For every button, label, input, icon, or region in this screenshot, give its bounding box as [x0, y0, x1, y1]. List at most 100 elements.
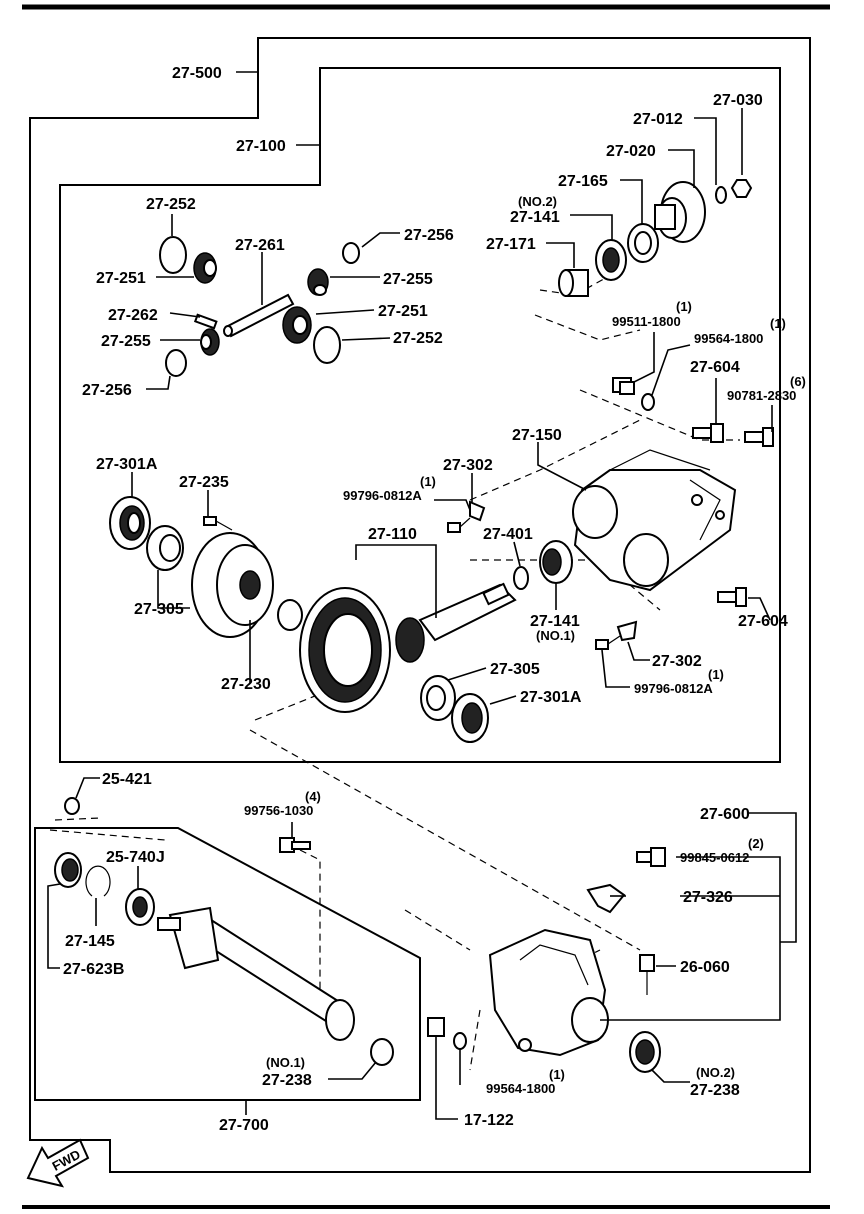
breather-26-060-shape	[639, 954, 655, 995]
label-27-604-right: 27-604	[738, 613, 788, 630]
label-25-740j: 25-740J	[106, 849, 165, 866]
label-27-141-no1-tag: (NO.1)	[536, 628, 575, 643]
bearing-race-27-301a-top-shape	[109, 496, 151, 550]
label-27-255-top: 27-255	[383, 271, 433, 288]
fwd-arrow	[26, 1138, 90, 1188]
companion-flange-27-020	[654, 181, 706, 243]
bearing-27-141-no1-shape	[539, 540, 573, 584]
label-27-150: 27-150	[512, 427, 562, 444]
washer-27-256-bot	[165, 349, 187, 377]
qty-90781: (6)	[790, 374, 806, 389]
gasket-99564-top-shape	[641, 393, 655, 411]
label-99511: 99511-1800	[612, 314, 681, 329]
frame-27-100	[59, 67, 781, 763]
label-27-302-top: 27-302	[443, 457, 493, 474]
label-99845: 99845-0612	[680, 850, 749, 865]
label-27-110: 27-110	[368, 526, 417, 543]
spacer-27-171-shape	[558, 269, 589, 297]
label-27-252-mid: 27-252	[393, 330, 443, 347]
label-99796-bot: 99796-0812A	[634, 681, 713, 696]
label-27-165: 27-165	[558, 173, 608, 190]
bearing-27-305-left-shape	[146, 525, 184, 571]
label-27-326: 27-326	[683, 889, 733, 906]
gasket-99564-bot-shape	[453, 1032, 467, 1050]
label-27-230: 27-230	[221, 676, 271, 693]
label-17-122: 17-122	[464, 1112, 514, 1129]
label-99564-bot: 99564-1800	[486, 1081, 555, 1096]
label-27-401: 27-401	[483, 526, 533, 543]
label-27-251-top: 27-251	[96, 270, 146, 287]
bearing-25-740j-shape	[125, 888, 155, 926]
oil-seal-27-401-shape	[513, 566, 529, 590]
label-26-060: 26-060	[680, 959, 730, 976]
label-27-012: 27-012	[633, 111, 683, 128]
label-27-604-top: 27-604	[690, 359, 740, 376]
label-27-261: 27-261	[235, 237, 285, 254]
oil-seal-27-165-shape	[627, 223, 659, 263]
qty-99796-top: (1)	[420, 474, 436, 489]
bracket-27-326-shape	[586, 883, 626, 914]
label-27-700: 27-700	[219, 1117, 269, 1134]
rear-cover-housing	[488, 928, 609, 1057]
plug-17-122-shape	[427, 1017, 445, 1037]
pin-27-262	[193, 313, 218, 330]
plate-27-302-top-shape	[447, 500, 486, 533]
label-27-171: 27-171	[486, 236, 536, 253]
qty-99564-top: (1)	[770, 316, 786, 331]
label-27-145: 27-145	[65, 933, 115, 950]
bolt-27-604-right-shape	[717, 587, 747, 607]
dashed-guides	[49, 269, 740, 1071]
bolt-27-604-top-shape	[692, 423, 724, 443]
snap-ring-27-145-shape	[85, 865, 111, 897]
label-99796-top: 99796-0812A	[343, 488, 422, 503]
bearing-race-27-301a-bot-shape	[451, 693, 489, 743]
bolt-27-235-shape	[203, 516, 233, 531]
bolt-90781-shape	[744, 427, 774, 447]
bolt-99756-shape	[279, 837, 311, 853]
ring-gear-27-110	[299, 587, 391, 713]
drive-pinion-27-110	[395, 582, 517, 663]
carrier-housing-27-150	[572, 449, 737, 592]
label-27-305-bot: 27-305	[490, 661, 540, 678]
oil-seal-27-238-left-shape	[370, 1038, 394, 1066]
label-90781: 90781-2830	[727, 388, 796, 403]
label-27-256-bot: 27-256	[82, 382, 132, 399]
leader-lines	[47, 71, 797, 1120]
label-25-421: 25-421	[102, 771, 152, 788]
pinion-shaft-27-261	[223, 293, 295, 338]
washer-27-012-shape	[715, 186, 727, 204]
o-ring-25-421-shape	[64, 797, 80, 815]
washer-27-252-top	[159, 236, 187, 274]
axle-shaft-27-700	[157, 906, 355, 1041]
bearing-27-141-no2-shape	[595, 239, 627, 281]
qty-99796-bot: (1)	[708, 667, 724, 682]
label-27-301a-bot: 27-301A	[520, 689, 582, 706]
frame-27-700	[34, 827, 421, 1101]
label-27-302-bot: 27-302	[652, 653, 702, 670]
qty-99564-bot: (1)	[549, 1067, 565, 1082]
label-27-262: 27-262	[108, 307, 158, 324]
label-27-301a-top: 27-301A	[96, 456, 158, 473]
label-27-238-right: 27-238	[690, 1082, 740, 1099]
pinion-gear-27-251-mid	[282, 306, 312, 344]
label-27-238-no1-tag: (NO.1)	[266, 1055, 305, 1070]
pinion-gear-27-251-top	[193, 252, 217, 284]
label-27-235: 27-235	[179, 474, 229, 491]
qty-99511: (1)	[676, 299, 692, 314]
differential-case-27-230	[191, 532, 303, 638]
qty-99845: (2)	[748, 836, 764, 851]
label-99564-top: 99564-1800	[694, 331, 763, 346]
label-27-256-top: 27-256	[404, 227, 454, 244]
label-27-020: 27-020	[606, 143, 656, 160]
callout-labels: 27-500 27-100 27-030 27-012 27-020 27-16…	[50, 65, 806, 1174]
label-27-500: 27-500	[172, 65, 222, 82]
label-27-255-mid: 27-255	[101, 333, 151, 350]
plate-27-302-bot-shape	[595, 620, 638, 650]
side-gear-27-255-mid	[200, 328, 220, 356]
side-gear-27-255-top	[307, 268, 329, 296]
label-27-252-top: 27-252	[146, 196, 196, 213]
oil-seal-27-238-right-shape	[629, 1031, 661, 1073]
label-27-238-left: 27-238	[262, 1072, 312, 1089]
washer-27-256-top	[342, 242, 360, 264]
